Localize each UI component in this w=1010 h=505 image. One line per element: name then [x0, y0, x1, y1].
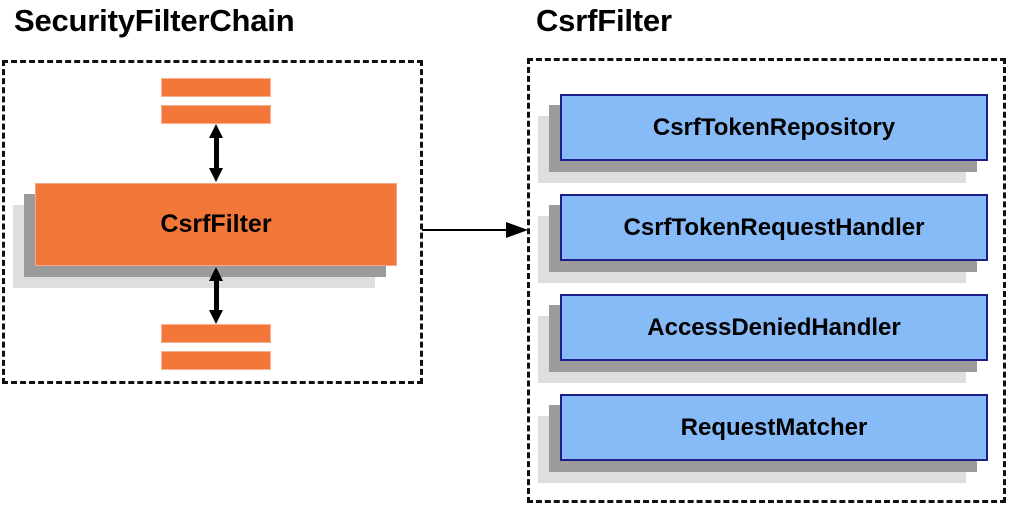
csrf-filter-container: [527, 58, 1006, 503]
csrffilter-node-label: CsrfFilter: [160, 210, 272, 238]
arrow-above-csrffilter-icon: [209, 124, 223, 182]
component-label: CsrfTokenRepository: [652, 113, 896, 141]
page-title-security-filter-chain: SecurityFilterChain: [14, 3, 295, 38]
csrffilter-to-collaborators-arrow-icon: [422, 222, 528, 238]
component-csrf-token-repository[interactable]: CsrfTokenRepository: [538, 94, 988, 183]
filter-bar-below-2: [161, 351, 271, 370]
arrow-shaft: [214, 274, 219, 317]
component-access-denied-handler[interactable]: AccessDeniedHandler: [538, 294, 988, 383]
security-filter-chain-container: [2, 60, 423, 384]
component-request-matcher[interactable]: RequestMatcher: [538, 394, 988, 483]
filter-bar-below-1: [161, 324, 271, 343]
page-title-csrf-filter: CsrfFilter: [536, 3, 672, 38]
component-csrf-token-request-handler[interactable]: CsrfTokenRequestHandler: [538, 194, 988, 283]
filter-bar-above-2: [161, 105, 271, 124]
arrow-shaft: [214, 131, 219, 175]
csrffilter-node-face: CsrfFilter: [35, 183, 397, 266]
arrowhead-down-icon: [209, 310, 223, 324]
csrffilter-node[interactable]: CsrfFilter: [13, 183, 397, 288]
connector-shaft: [422, 229, 512, 231]
filter-bar-above-1: [161, 78, 271, 97]
arrowhead-down-icon: [209, 168, 223, 182]
component-label: CsrfTokenRequestHandler: [623, 213, 925, 241]
arrow-below-csrffilter-icon: [209, 267, 223, 324]
arrowhead-right-icon: [506, 222, 528, 238]
component-face: RequestMatcher: [560, 394, 988, 461]
component-label: AccessDeniedHandler: [647, 313, 901, 341]
component-label: RequestMatcher: [680, 413, 868, 441]
component-face: CsrfTokenRepository: [560, 94, 988, 161]
component-face: AccessDeniedHandler: [560, 294, 988, 361]
component-face: CsrfTokenRequestHandler: [560, 194, 988, 261]
